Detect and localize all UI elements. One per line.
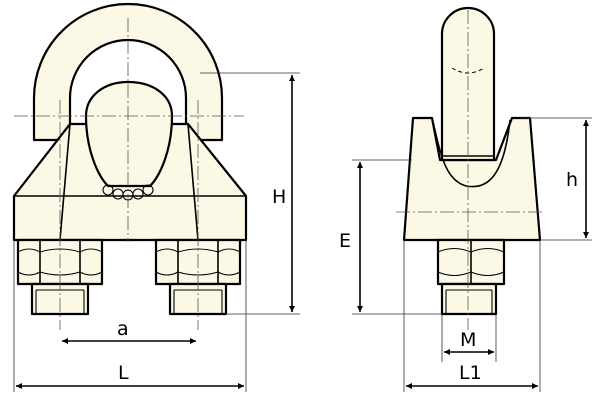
extension-lines-side — [352, 117, 592, 392]
thread-side — [440, 282, 498, 316]
center-lines-front — [14, 18, 244, 330]
label-L: L — [118, 362, 129, 384]
center-lines-side — [396, 10, 544, 330]
saddle-inner-right — [187, 123, 199, 241]
label-h: h — [566, 169, 578, 191]
label-E: E — [339, 230, 351, 252]
side-view: E h M L1 — [339, 6, 592, 392]
label-a: a — [117, 318, 129, 340]
front-view: H a L — [12, 2, 300, 392]
label-H: H — [272, 186, 286, 208]
saddle-cradle — [431, 117, 511, 188]
label-M: M — [460, 329, 476, 351]
u-bolt — [32, 2, 224, 142]
extension-lines-front — [13, 72, 300, 392]
nut-side — [436, 238, 506, 286]
saddle-inner-left — [59, 123, 71, 241]
rope-groove — [84, 80, 174, 188]
label-L1: L1 — [459, 362, 482, 384]
